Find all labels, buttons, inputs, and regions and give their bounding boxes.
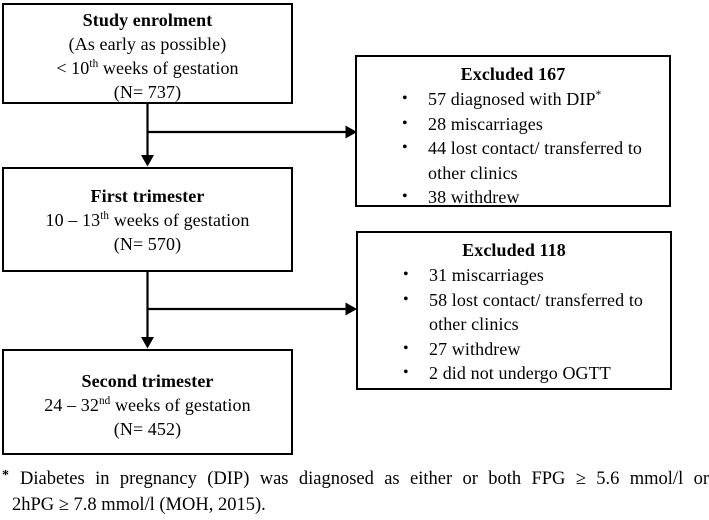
footnote-line-2: 2hPG ≥ 7.8 mmol/l (MOH, 2015).	[12, 495, 266, 515]
list-item: • 57 diagnosed with DIP*	[402, 87, 661, 112]
excluded-118-list: • 31 miscarriages • 58 lost contact/ tra…	[358, 263, 670, 386]
list-item-text: 2 did not undergo OGTT	[429, 363, 611, 383]
arrowhead-down-icon	[141, 337, 154, 349]
enrolment-box: Study enrolment (As early as possible) <…	[2, 3, 293, 104]
list-item-text: 31 miscarriages	[429, 265, 544, 285]
excluded-167-title: Excluded 167	[460, 64, 566, 84]
enrolment-n-count: (N= 737)	[113, 82, 182, 102]
asterisk-superscript: *	[595, 89, 602, 101]
bullet-icon: •	[402, 114, 408, 132]
ordinal-superscript: th	[100, 210, 110, 222]
list-item: • 2 did not undergo OGTT	[403, 361, 662, 386]
enrolment-title: Study enrolment	[82, 10, 213, 30]
list-item: • 27 withdrew	[403, 337, 662, 362]
list-item-text: 27 withdrew	[429, 338, 521, 359]
bullet-icon: •	[403, 290, 409, 308]
excluded-167-list: • 57 diagnosed with DIP* • 28 miscarriag…	[357, 87, 669, 210]
excluded-118-box: Excluded 118 • 31 miscarriages • 58 lost…	[356, 231, 672, 390]
list-item: • 38 withdrew	[402, 185, 661, 210]
second-trimester-gestation: 24 – 32nd weeks of gestation	[44, 395, 251, 415]
list-item-text: 57 diagnosed with DIP*	[428, 89, 602, 109]
bullet-icon: •	[403, 339, 409, 357]
enrolment-subtitle: (As early as possible)	[68, 34, 227, 54]
enrolment-gestation: < 10th weeks of gestation	[56, 58, 239, 78]
second-trimester-box: Second trimester 24 – 32nd weeks of gest…	[2, 349, 293, 455]
footnote-line-1: Diabetes in pregnancy (DIP) was diagnose…	[20, 469, 709, 489]
first-trimester-title: First trimester	[90, 186, 205, 206]
list-item-text: 38 withdrew	[428, 187, 520, 207]
excluded-118-title: Excluded 118	[462, 240, 566, 260]
bullet-icon: •	[402, 188, 408, 205]
second-trimester-title: Second trimester	[81, 371, 214, 391]
excluded-167-box: Excluded 167 • 57 diagnosed with DIP* • …	[355, 55, 671, 207]
list-item-text: 44 lost contact/ transferred to other cl…	[428, 138, 643, 183]
list-item-text: 58 lost contact/ transferred to other cl…	[429, 289, 644, 335]
first-trimester-gestation: 10 – 13th weeks of gestation	[45, 210, 250, 230]
list-item-text: 28 miscarriages	[428, 113, 543, 134]
arrowhead-down-icon	[141, 155, 154, 167]
list-item: • 28 miscarriages	[402, 112, 661, 137]
footnote: * Diabetes in pregnancy (DIP) was diagno…	[0, 466, 709, 518]
footnote-asterisk-marker: *	[2, 468, 9, 483]
first-trimester-n-count: (N= 570)	[113, 234, 182, 254]
ordinal-superscript: th	[89, 58, 99, 70]
list-item: • 31 miscarriages	[403, 263, 662, 288]
bullet-icon: •	[402, 90, 408, 107]
list-item: • 44 lost contact/ transferred to other …	[402, 136, 661, 185]
bullet-icon: •	[403, 266, 409, 283]
second-trimester-n-count: (N= 452)	[113, 419, 182, 439]
bullet-icon: •	[402, 139, 408, 156]
bullet-icon: •	[403, 364, 409, 381]
first-trimester-box: First trimester 10 – 13th weeks of gesta…	[2, 167, 293, 272]
ordinal-superscript: nd	[98, 395, 111, 407]
list-item: • 58 lost contact/ transferred to other …	[403, 288, 662, 337]
